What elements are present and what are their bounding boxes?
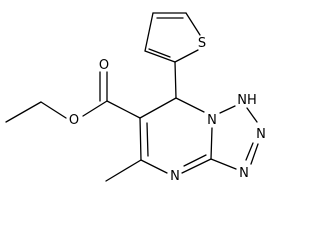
bond-nh-n — [246, 107, 258, 123]
atom-nh-label: NH — [237, 93, 257, 108]
bond-n-n — [250, 143, 259, 165]
bond-c6-c5 — [139, 117, 142, 161]
bond-ch2-ch3 — [5, 101, 42, 123]
bond-thiophene-c2-c3 — [144, 50, 176, 63]
bond-thiophene-s-c2 — [174, 49, 199, 63]
atom-carbonyl-oxygen-label: O — [99, 58, 109, 73]
molecular-structure-diagram: S O O NH N N N N — [5, 12, 266, 184]
bond-thiophene-to-c7 — [174, 61, 177, 99]
bond-c5-methyl — [105, 159, 142, 182]
atom-tetrazole-nitrogen-3-label: N — [239, 166, 249, 181]
atom-tetrazole-nitrogen-2-label: N — [256, 127, 266, 142]
bond-ester-c-o — [82, 100, 108, 117]
atom-fused-nitrogen-label: N — [207, 113, 217, 128]
bond-c6-c5-inner — [146, 122, 149, 157]
bond-n4-c3a-inner — [183, 154, 207, 167]
bonds — [5, 12, 259, 182]
bond-n1-nh — [219, 105, 236, 114]
bond-thiophene-c2-c3-inner — [148, 48, 171, 58]
bond-n4-c3a — [181, 158, 212, 174]
bond-c3a-n1 — [210, 127, 213, 160]
bond-n-c3a — [210, 158, 237, 170]
bond-thiophene-c3-c4 — [144, 12, 154, 52]
bond-c5-n4 — [140, 159, 168, 174]
atom-labels: S O O NH N N N N — [69, 36, 266, 184]
bond-o-ch2 — [40, 101, 67, 119]
bond-thiophene-c5-s — [185, 12, 201, 36]
bond-c6-ester-c — [106, 100, 141, 119]
bond-n-n-inner — [245, 142, 254, 161]
bond-c7-c6 — [139, 97, 177, 119]
atom-sulfur-label: S — [198, 36, 206, 51]
atom-ester-oxygen-label: O — [69, 113, 79, 128]
bond-n1-c7 — [175, 97, 205, 113]
atom-pyrimidine-nitrogen-label: N — [170, 169, 180, 184]
